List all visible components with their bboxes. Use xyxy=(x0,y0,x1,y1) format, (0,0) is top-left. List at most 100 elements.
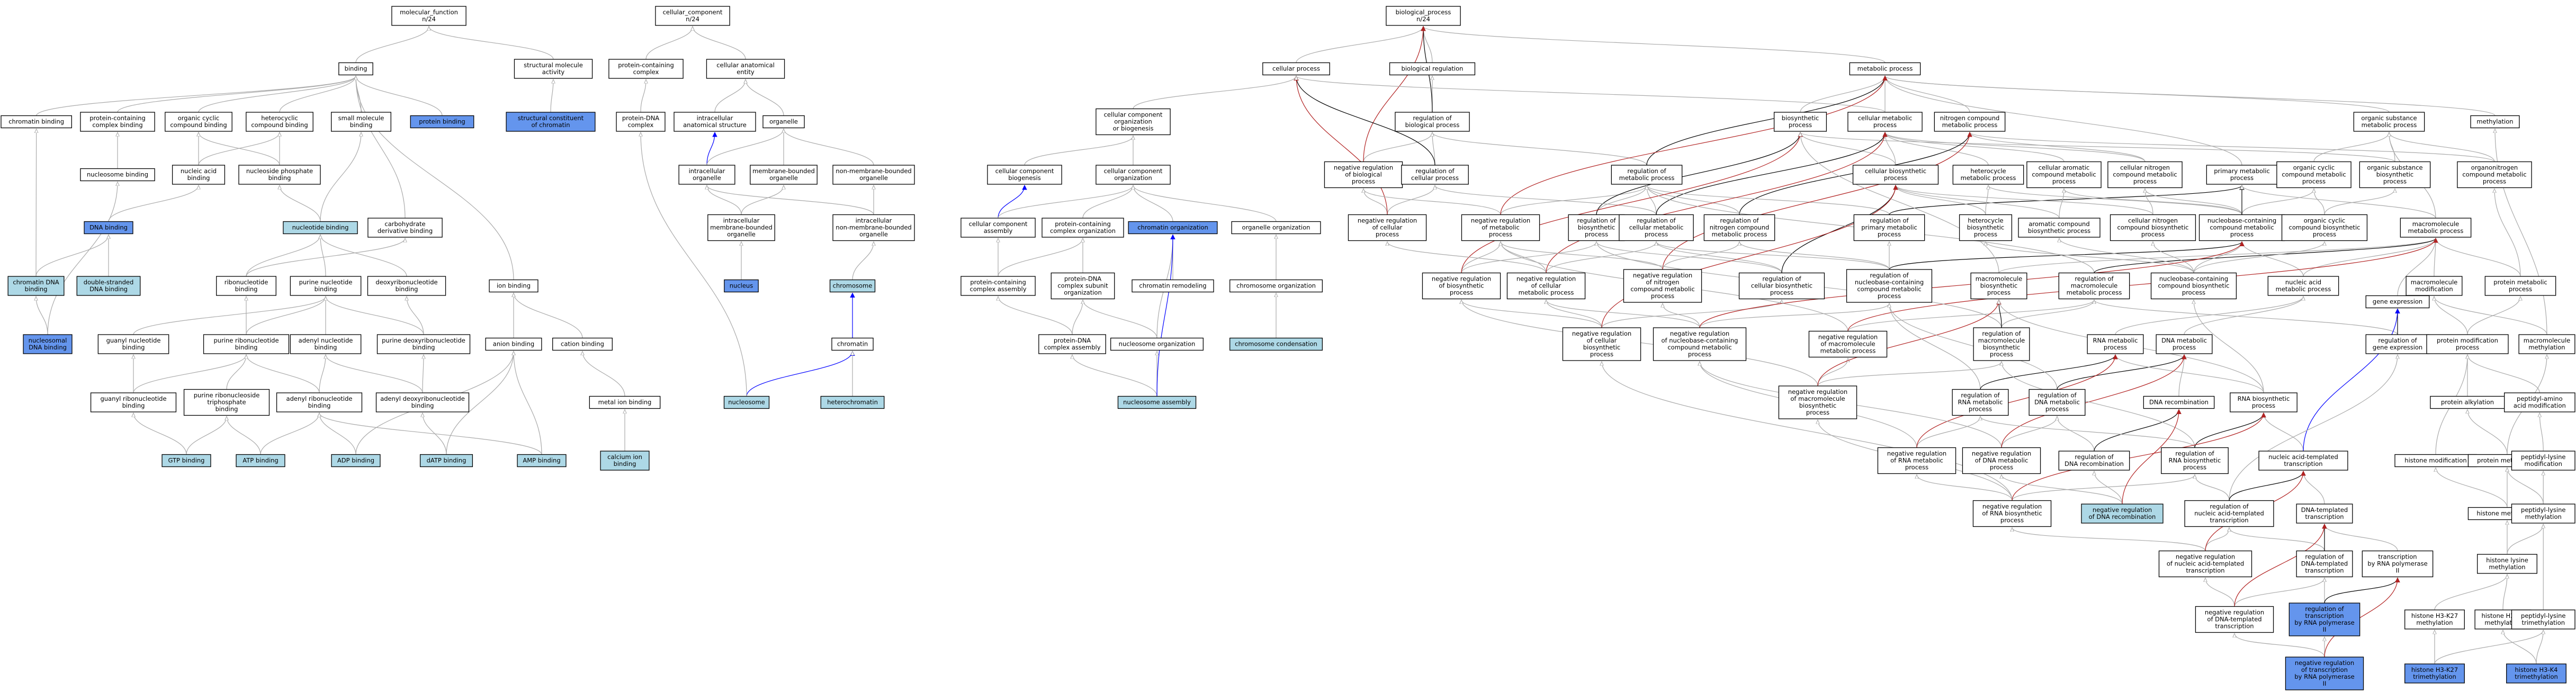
go-term-meth[interactable]: methylation xyxy=(2470,115,2520,129)
go-term-nucorg[interactable]: nucleosome organization xyxy=(1110,337,1204,351)
go-term-adpb[interactable]: ADP binding xyxy=(331,454,381,468)
go-term-rnbcmp[interactable]: regulation ofnucleobase-containingcompou… xyxy=(1846,269,1933,303)
go-term-cp[interactable]: cellular process xyxy=(1262,62,1330,76)
go-term-anionb[interactable]: anion binding xyxy=(485,337,542,351)
go-term-mib[interactable]: metal ion binding xyxy=(589,396,661,409)
go-term-mp[interactable]: metabolic process xyxy=(1849,62,1921,76)
go-term-organelle[interactable]: organelle xyxy=(762,115,805,129)
go-term-chrcond[interactable]: chromosome condensation xyxy=(1229,337,1323,351)
go-term-gtpb[interactable]: GTP binding xyxy=(161,454,211,468)
go-term-datpb[interactable]: dATP binding xyxy=(419,454,473,468)
go-term-protalk[interactable]: protein alkylation xyxy=(2430,396,2505,409)
go-term-chrrem[interactable]: chromatin remodeling xyxy=(1132,279,1214,293)
go-term-inmbo[interactable]: intracellularnon-membrane-boundedorganel… xyxy=(832,214,915,241)
go-term-breg[interactable]: biological regulation xyxy=(1389,62,1476,76)
go-term-nucleosome[interactable]: nucleosome xyxy=(723,396,770,409)
go-term-nucleus[interactable]: nucleus xyxy=(724,279,759,293)
go-term-ntb[interactable]: nucleotide binding xyxy=(283,221,358,235)
go-term-nuca[interactable]: nucleosome assembly xyxy=(1117,396,1197,409)
go-term-chrbind[interactable]: chromatin binding xyxy=(1,115,72,129)
go-term-chromatin[interactable]: chromatin xyxy=(831,337,874,351)
